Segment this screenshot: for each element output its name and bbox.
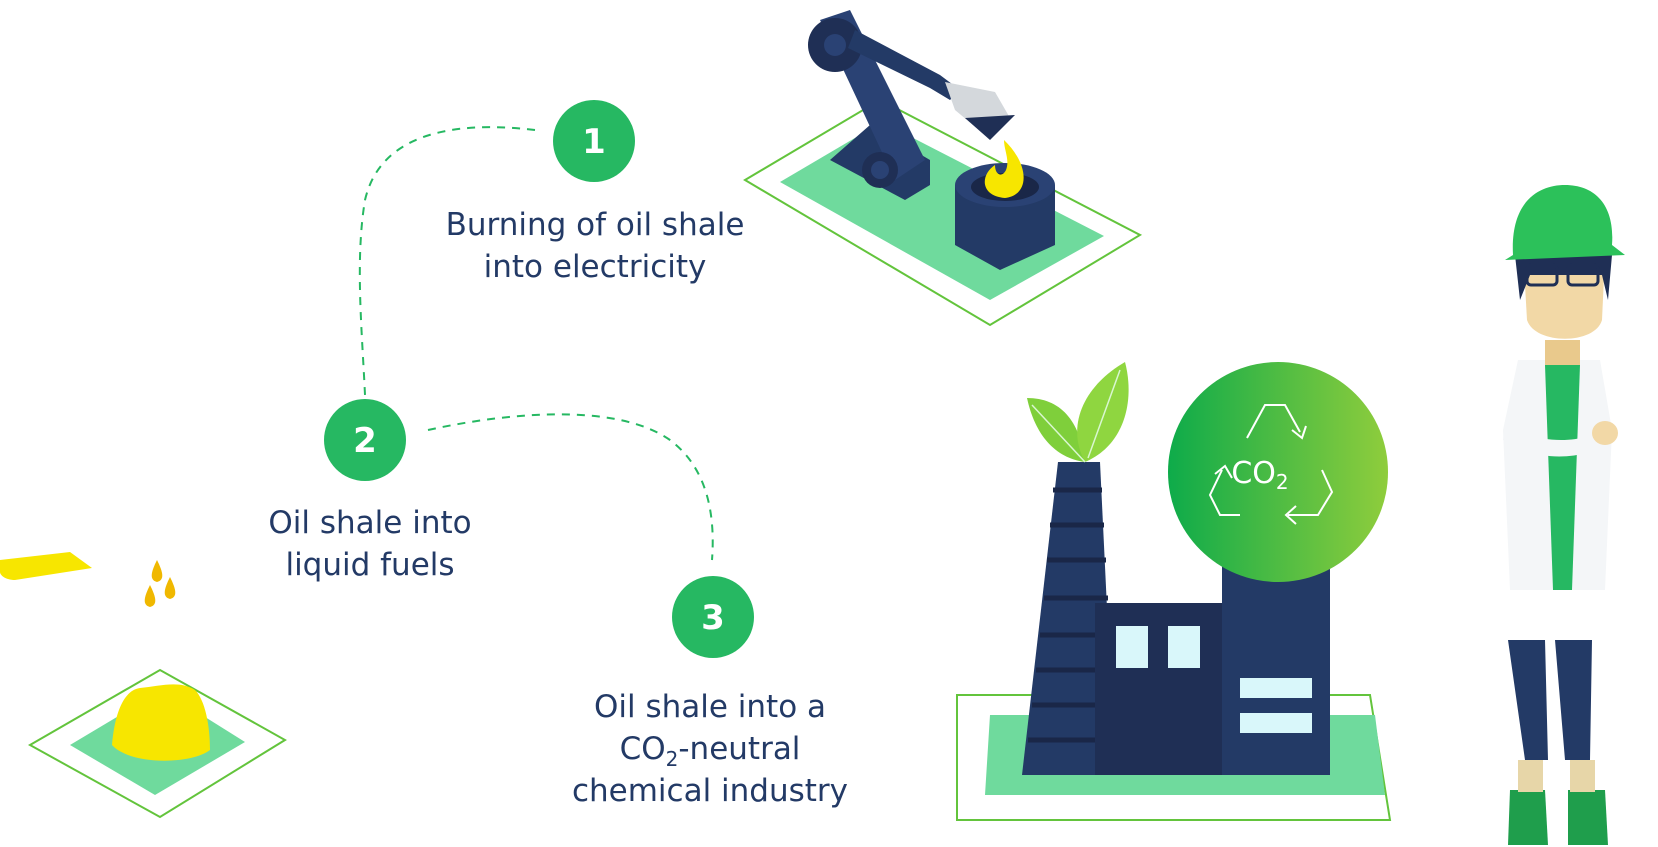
leaf-icon-right xyxy=(1077,362,1129,462)
fuel-platform-outline xyxy=(27,668,287,819)
fuel-drop-3 xyxy=(164,577,176,599)
factory-tower xyxy=(1222,565,1330,775)
connector-1-2 xyxy=(358,126,536,396)
glasses-icon xyxy=(1525,263,1600,287)
engineer-arms xyxy=(1503,425,1612,457)
step-2-line-2: liquid fuels xyxy=(285,547,455,583)
recycle-icon xyxy=(1208,404,1334,525)
factory-window-2 xyxy=(1168,626,1200,668)
chimney xyxy=(1022,462,1115,775)
step-2-number: 2 xyxy=(353,421,377,461)
co2-badge-text: CO2 xyxy=(1231,456,1288,494)
step-2-label: Oil shale into liquid fuels xyxy=(205,502,535,586)
factory-building xyxy=(1095,603,1225,775)
engineer-shoe-left xyxy=(1508,790,1548,845)
step-3-number: 3 xyxy=(701,598,725,638)
tower-window-1 xyxy=(1240,678,1312,698)
factory-illustration: CO2 xyxy=(956,362,1392,821)
factory-window-1 xyxy=(1116,626,1148,668)
fuel-drop-2 xyxy=(144,585,156,607)
step-2-line-1: Oil shale into xyxy=(268,505,472,541)
fuel-drop-1 xyxy=(151,560,163,582)
step-3-label: Oil shale into a CO2-neutral chemical in… xyxy=(540,686,880,812)
tower-window-2 xyxy=(1240,713,1312,733)
step-3-line-1: Oil shale into a xyxy=(593,689,827,725)
fuel-stream xyxy=(0,552,92,580)
step-1-label: Burning of oil shale into electricity xyxy=(390,204,800,288)
power-plant-illustration xyxy=(743,10,1143,327)
furnace xyxy=(955,185,1055,270)
co2-recycle-badge xyxy=(1168,362,1388,582)
platform-fill xyxy=(780,122,1104,300)
step-3-line-2: CO2-neutral xyxy=(619,731,801,771)
step-2-marker: 2 xyxy=(324,399,406,481)
hard-hat-icon xyxy=(1505,185,1625,260)
flame-icon xyxy=(984,140,1024,198)
connector-2-3 xyxy=(427,413,714,561)
liquid-fuel-illustration xyxy=(0,552,287,819)
step-1-number: 1 xyxy=(582,122,606,162)
engineer-shirt xyxy=(1545,365,1580,590)
step-1-marker: 1 xyxy=(553,100,635,182)
step-3-marker: 3 xyxy=(672,576,754,658)
platform-outline xyxy=(743,98,1143,327)
engineer-legs xyxy=(1508,640,1592,760)
step-1-line-2: into electricity xyxy=(483,249,707,285)
step-3-line-3: chemical industry xyxy=(571,773,849,809)
step-1-line-1: Burning of oil shale xyxy=(445,207,745,243)
engineer-shoe-right xyxy=(1568,790,1608,845)
fuel-puddle xyxy=(112,684,210,761)
engineer-character xyxy=(1503,185,1625,845)
